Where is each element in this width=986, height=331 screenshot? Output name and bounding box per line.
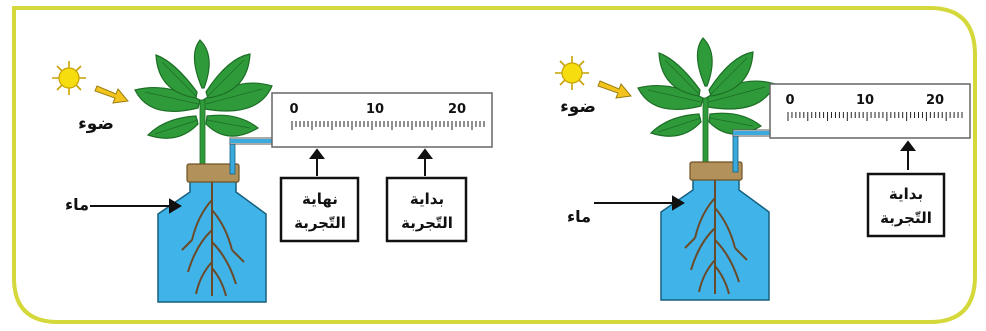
experiment-start-label: بداية التّجربة [866, 172, 946, 238]
scale-tick-label: 0 [289, 102, 298, 117]
scale-tick-label: 10 [366, 102, 384, 117]
frame-border [12, 6, 977, 324]
plant-icon [637, 37, 776, 167]
experiment-start-line2: التّجربة [880, 209, 932, 227]
sun-icon [52, 61, 86, 95]
light-label: ضوء [560, 97, 596, 117]
label-arrows [90, 148, 433, 214]
experiment-start-line1: بداية [889, 185, 923, 203]
measurement-scale: 0 10 20 [769, 83, 971, 139]
roots-icon [684, 180, 748, 295]
experiment-end-line2: التّجربة [294, 214, 346, 232]
roots-icon [181, 182, 245, 297]
scale-tick-label: 20 [926, 93, 944, 108]
experiment-end-line1: نهاية [302, 190, 338, 208]
measurement-scale: 0 10 20 [271, 92, 493, 148]
label-arrows [594, 140, 916, 211]
light-label: ضوء [78, 114, 114, 134]
experiment-start-line1: بداية [410, 190, 444, 208]
water-label: ماء [65, 195, 89, 214]
plant-icon [134, 39, 273, 169]
arrow-icon [597, 80, 632, 99]
setup-right: ضوء [555, 37, 971, 301]
experiment-start-line2: التّجربة [401, 214, 453, 232]
sun-icon [555, 56, 589, 90]
setup-left: ضوء [52, 39, 493, 303]
scale-tick-label: 20 [448, 102, 466, 117]
arrow-icon [94, 85, 129, 104]
experiment-start-label: بداية التّجربة [385, 176, 468, 243]
scale-tick-label: 10 [856, 93, 874, 108]
experiment-end-label: نهاية التّجربة [279, 176, 360, 243]
scale-tick-label: 0 [785, 93, 794, 108]
water-label: ماء [567, 207, 591, 226]
